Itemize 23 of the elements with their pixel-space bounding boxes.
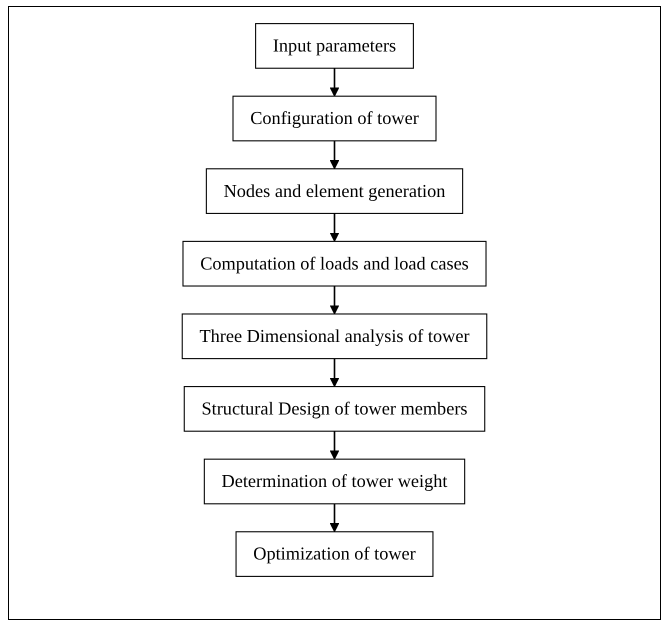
process-box: [232, 96, 437, 142]
arrow: [330, 358, 340, 387]
step-label: Computation of loads and load cases: [200, 252, 469, 276]
arrow: [330, 140, 340, 170]
process-box: [236, 531, 434, 577]
arrow: [330, 431, 340, 460]
step-label: Three Dimensional analysis of tower: [199, 324, 470, 348]
arrow: [330, 213, 340, 242]
process-box: [206, 168, 464, 214]
process-box: [182, 240, 487, 287]
arrow: [330, 504, 340, 532]
step-label: Structural Design of tower members: [201, 397, 468, 421]
process-box: [255, 23, 414, 69]
step-label: Determination of tower weight: [222, 470, 448, 494]
step-label: Nodes and element generation: [224, 180, 446, 204]
process-box: [204, 458, 466, 504]
arrow: [330, 286, 340, 314]
step-label: Input parameters: [272, 34, 396, 58]
arrow: [330, 68, 340, 97]
step-label: Optimization of tower: [253, 542, 416, 566]
process-box: [184, 386, 486, 432]
step-label: Configuration of tower: [250, 107, 419, 130]
process-box: [182, 313, 488, 360]
